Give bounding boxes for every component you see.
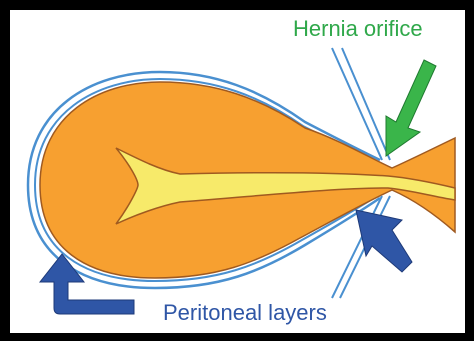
hernia-diagram bbox=[10, 10, 465, 333]
green-arrow-icon bbox=[386, 60, 436, 156]
blue-arrow-right-icon bbox=[356, 210, 412, 272]
hernia-orifice-label: Hernia orifice bbox=[293, 16, 423, 42]
diagram-panel: Hernia orifice Peritoneal layers bbox=[10, 10, 465, 333]
peritoneal-layers-label: Peritoneal layers bbox=[163, 300, 327, 326]
